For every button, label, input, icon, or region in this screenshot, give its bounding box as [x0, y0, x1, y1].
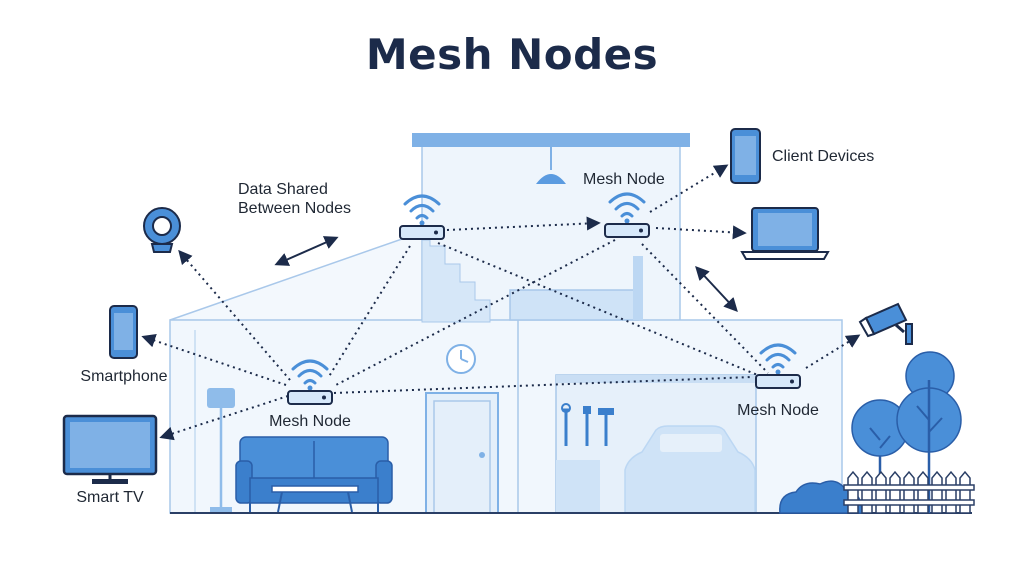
wifi-icon [291, 359, 329, 385]
link-upper-to-right [437, 242, 761, 377]
security-camera-icon [858, 302, 913, 345]
trees-icon [851, 351, 962, 513]
mesh-node-upper-label: Mesh Node [583, 171, 665, 188]
car-icon [624, 425, 756, 514]
page-title: Mesh Nodes [365, 30, 659, 79]
link-upper-to-left [327, 245, 411, 379]
mesh-node-left [287, 359, 333, 405]
mesh-node-upper [399, 194, 445, 240]
smartphone-label: Smartphone [80, 368, 168, 385]
data-shared-line2: Between Nodes [238, 200, 351, 217]
wifi-icon [403, 194, 441, 220]
wifi-icon [608, 192, 646, 218]
router-device [399, 225, 445, 240]
router-device [287, 390, 333, 405]
mesh-node-top-right [604, 192, 650, 238]
router-device [604, 223, 650, 238]
smart-tv-label: Smart TV [76, 489, 144, 506]
link-upper-to-top-right [446, 216, 601, 231]
client-devices-label: Client Devices [772, 148, 875, 165]
mesh-node-right [755, 343, 801, 389]
link-right-to-security-camera [805, 334, 861, 369]
data-shared-line1: Data Shared [238, 181, 328, 198]
link-left-to-smartphone [141, 333, 287, 386]
smart-tv-icon [62, 414, 158, 484]
fence-icon [843, 470, 975, 514]
router-device [755, 374, 801, 389]
link-top-right-to-laptop [655, 225, 747, 240]
link-left-to-tv [159, 395, 289, 441]
mesh-node-right-label: Mesh Node [737, 402, 819, 419]
link-left-to-right [333, 376, 753, 394]
data-shared-arrow [274, 236, 339, 266]
smartphone-icon [109, 305, 138, 359]
wifi-icon [759, 343, 797, 369]
data-shared-label: Data Shared Between Nodes [238, 180, 351, 218]
node-link-arrow [695, 265, 738, 313]
bidirectional-arrows [274, 236, 738, 313]
indoor-camera-icon [143, 207, 181, 253]
sofa-icon [235, 436, 393, 513]
house-illustration [169, 133, 975, 514]
link-left-to-camera [178, 249, 291, 381]
laptop-icon [740, 207, 830, 260]
tools-icon [561, 403, 614, 446]
mesh-node-left-label: Mesh Node [269, 413, 351, 430]
phone-icon [730, 128, 761, 184]
connections [141, 164, 861, 441]
